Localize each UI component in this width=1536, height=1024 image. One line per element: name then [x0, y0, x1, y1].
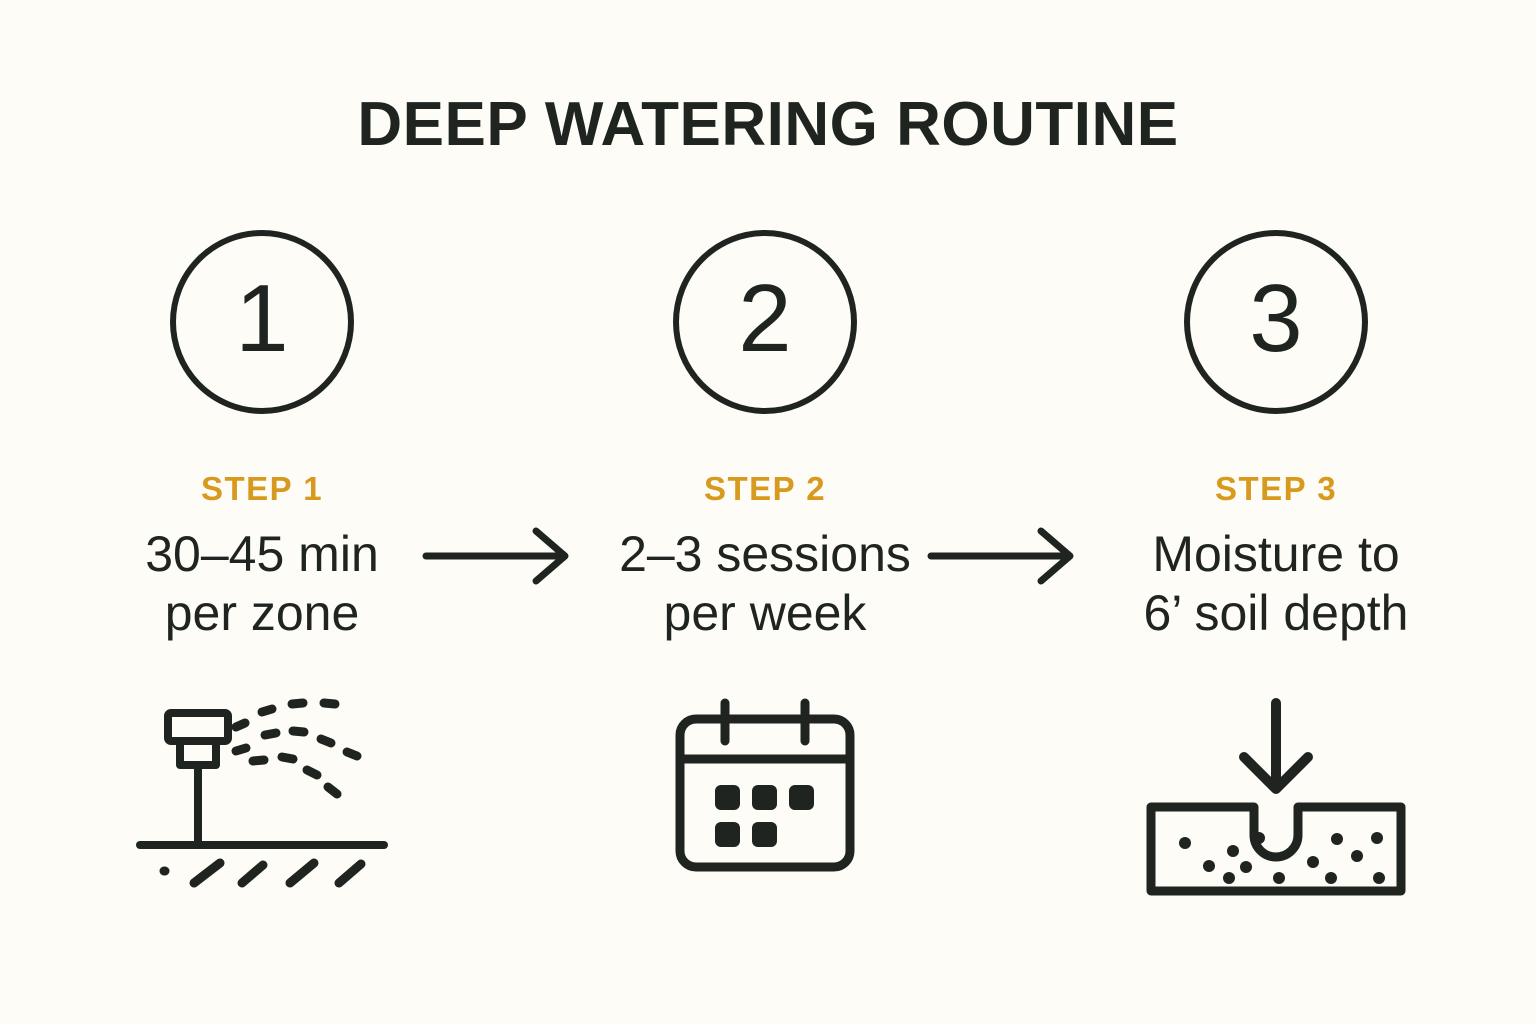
arrow-step2-to-step3	[925, 521, 1105, 591]
step-number-2: 2	[738, 265, 792, 372]
step-1-circle-wrap: 1	[52, 225, 472, 425]
step-3-icon-slot	[1066, 695, 1486, 925]
step-description-1: 30–45 min per zone	[145, 526, 379, 641]
arrow-right-icon	[422, 527, 569, 585]
step-label-3: STEP 3	[1214, 470, 1338, 507]
calendar-icon	[675, 698, 855, 872]
sprinkler-icon	[136, 698, 388, 888]
soil-depth-icon	[1146, 698, 1406, 896]
step-description-3: Moisture to 6’ soil depth	[1143, 526, 1409, 641]
step-number-3: 3	[1249, 265, 1303, 372]
step-label-1: STEP 1	[200, 470, 324, 507]
step-number-circle-3: 3	[1184, 230, 1368, 414]
page-title: DEEP WATERING ROUTINE	[357, 90, 1179, 159]
step-column-2: 2 STEP 2 2–3 sessions per week	[555, 225, 975, 965]
step-number-circle-2: 2	[673, 230, 857, 414]
step-2-icon-slot	[555, 695, 975, 925]
step-2-circle-wrap: 2	[555, 225, 975, 425]
step-description-2: 2–3 sessions per week	[619, 526, 911, 641]
step-column-3: 3 STEP 3 Moisture to 6’ soil depth	[1066, 225, 1486, 965]
step-3-circle-wrap: 3	[1066, 225, 1486, 425]
arrow-step1-to-step2	[420, 521, 600, 591]
step-label-2: STEP 2	[703, 470, 827, 507]
step-column-1: 1 STEP 1 30–45 min per zone	[52, 225, 472, 965]
step-number-circle-1: 1	[170, 230, 354, 414]
steps-row: 1 STEP 1 30–45 min per zone	[0, 225, 1536, 965]
step-1-icon-slot	[52, 695, 472, 925]
step-number-1: 1	[235, 265, 289, 372]
arrow-right-icon	[927, 527, 1074, 585]
